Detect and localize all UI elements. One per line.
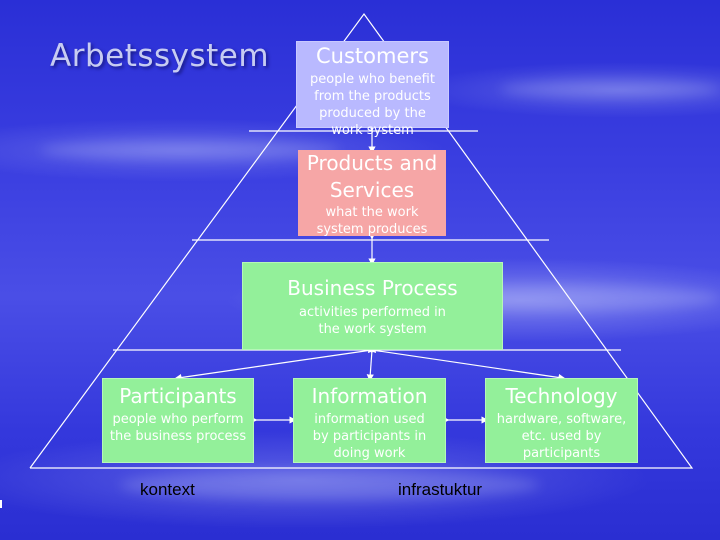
information-title: Information: [311, 384, 428, 408]
information-box: Information information used by particip…: [293, 378, 446, 463]
arrow-process-information: [366, 346, 376, 382]
arrow-process-participants: [174, 345, 377, 382]
participants-box: Participants people who perform the busi…: [102, 378, 254, 463]
edge-mark: [0, 500, 2, 508]
products-box: Products and Services what the work syst…: [298, 150, 446, 237]
pyramid-outline: [29, 12, 694, 469]
products-description: what the work system produces: [316, 205, 428, 237]
customers-box: Customers people who benefit from the pr…: [296, 41, 449, 138]
products-title: Products and Services: [306, 151, 438, 202]
background-streak: [120, 470, 540, 500]
participants-description: people who perform the business process: [109, 412, 247, 444]
process-box: Business Process activities performed in…: [242, 262, 503, 350]
customers-title: Customers: [316, 44, 429, 68]
background-streak: [500, 80, 720, 98]
footer-kontext: kontext: [140, 480, 195, 499]
customers-description: people who benefit from the products pro…: [310, 72, 435, 139]
page-title: Arbetssystem: [50, 38, 270, 74]
technology-title: Technology: [505, 384, 618, 408]
process-description: activities performed in the work system: [299, 305, 446, 337]
background-streak: [40, 140, 340, 160]
technology-box: Technology hardware, software, etc. used…: [485, 378, 638, 463]
information-description: information used by participants in doin…: [312, 412, 427, 461]
footer-infrastuktur: infrastuktur: [398, 480, 483, 499]
participants-title: Participants: [119, 384, 237, 408]
arrow-process-technology: [367, 345, 566, 382]
technology-description: hardware, software, etc. used by partici…: [496, 412, 627, 461]
process-title: Business Process: [287, 276, 458, 300]
